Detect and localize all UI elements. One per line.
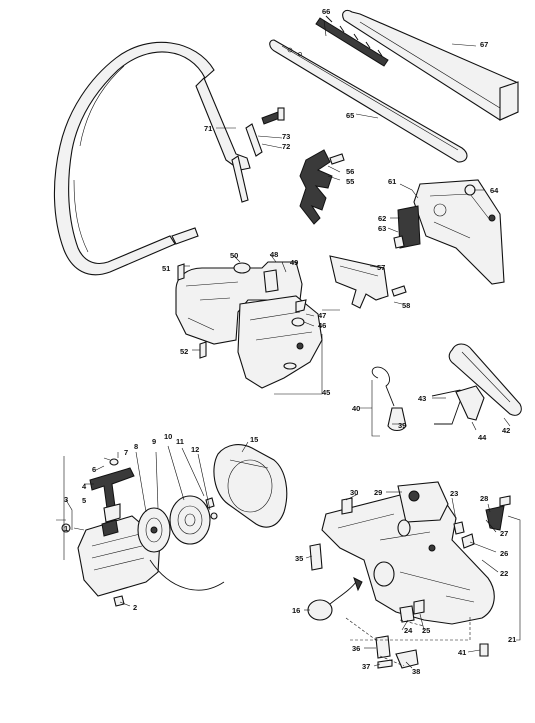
callout: 37: [362, 662, 370, 671]
leader-lines: [56, 19, 521, 669]
callout: 63: [378, 224, 386, 233]
starter-rope: [149, 559, 225, 591]
starter-pulley: [137, 507, 171, 553]
callout: 27: [500, 529, 508, 538]
callout: 10: [164, 432, 172, 441]
callout: 9: [152, 437, 156, 446]
callout: 72: [282, 142, 290, 151]
callout: 28: [480, 494, 488, 503]
handle-nut-72: [245, 123, 263, 157]
bumper-spike: [299, 149, 345, 225]
callout: 16: [292, 606, 300, 615]
callout: 46: [318, 321, 326, 330]
callout: 25: [422, 626, 430, 635]
callout: 35: [295, 554, 303, 563]
callout: 50: [230, 251, 238, 260]
callout: 2: [133, 603, 137, 612]
callout: 47: [318, 311, 326, 320]
saw-chain: [315, 15, 389, 67]
callout: 71: [204, 124, 212, 133]
callout: 44: [478, 433, 487, 442]
callout: 55: [346, 177, 354, 186]
fan-housing: [213, 444, 288, 528]
starter-spring: [169, 495, 211, 545]
starter-pawl: [205, 497, 218, 520]
callout: 24: [404, 626, 413, 635]
chain-brake-handguard: [431, 343, 522, 425]
callout: 1: [64, 524, 68, 533]
callout: 73: [282, 132, 290, 141]
bar-plate: [329, 255, 407, 309]
oil-pump-parts: [375, 635, 419, 669]
callout: 58: [402, 301, 410, 310]
callout: 22: [500, 569, 508, 578]
callout: 23: [450, 489, 458, 498]
top-cover: [175, 261, 323, 389]
crankcase-small-parts: [309, 490, 511, 657]
callout: 48: [270, 250, 278, 259]
callout: 12: [191, 445, 199, 454]
callout: 66: [322, 7, 330, 16]
fuel-cap: [307, 577, 363, 621]
callout: 29: [374, 488, 382, 497]
callout: 45: [322, 388, 330, 397]
callout: 65: [346, 111, 354, 120]
callout: 15: [250, 435, 258, 444]
starter-handle: [89, 458, 135, 523]
callout: 49: [290, 258, 298, 267]
callout: 40: [352, 404, 360, 413]
callout: 43: [418, 394, 426, 403]
callout: 56: [346, 167, 354, 176]
front-handle: [53, 41, 251, 276]
callout: 42: [502, 426, 510, 435]
part-callouts: 1 2 3 4 5 6 7 8 9 10 11 12 15 16 21 22 2…: [64, 7, 516, 676]
callout: 61: [388, 177, 396, 186]
callout: 39: [398, 421, 406, 430]
callout: 5: [82, 496, 86, 505]
callout: 30: [350, 488, 358, 497]
callout: 38: [412, 667, 420, 676]
guide-bar: [269, 39, 468, 163]
handle-screw-73: [261, 107, 285, 125]
callout: 52: [180, 347, 188, 356]
callout: 4: [82, 482, 87, 491]
callout: 51: [162, 264, 170, 273]
callout: 21: [508, 635, 516, 644]
fuel-filter-hose: [371, 366, 407, 432]
callout: 67: [480, 40, 488, 49]
clutch-cover: [393, 179, 505, 285]
callout: 11: [176, 437, 184, 446]
callout: 57: [377, 263, 385, 272]
callout: 26: [500, 549, 508, 558]
callout: 7: [124, 448, 128, 457]
bar-scabbard: [342, 9, 519, 121]
callout: 36: [352, 644, 360, 653]
callout: 64: [490, 186, 499, 195]
callout: 62: [378, 214, 386, 223]
callout: 41: [458, 648, 466, 657]
callout: 3: [64, 495, 68, 504]
callout: 8: [134, 442, 138, 451]
callout: 6: [92, 465, 96, 474]
